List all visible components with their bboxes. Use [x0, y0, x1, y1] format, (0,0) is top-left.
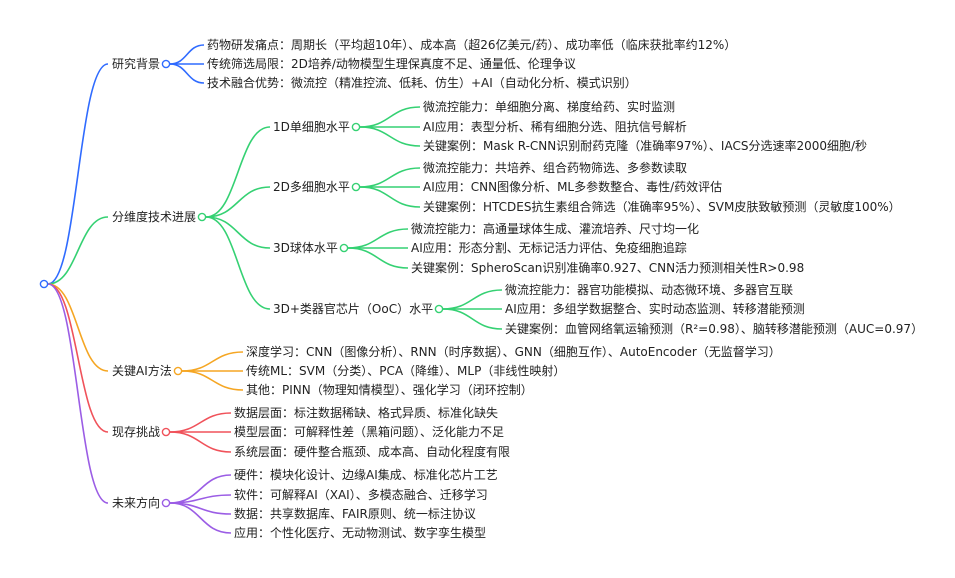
leaf-node: 传统ML：SVM（分类）、PCA（降维）、MLP（非线性映射）	[246, 364, 566, 378]
child-connector	[181, 351, 244, 372]
leaf-node: AI应用：表型分析、稀有细胞分选、阻抗信号解析	[423, 120, 687, 134]
leaf-node: 关键案例：Mask R-CNN识别耐药克隆（准确率97%）、IACS分选速率20…	[423, 139, 868, 153]
collapse-toggle-icon[interactable]	[161, 427, 171, 437]
sub-branch-node: 2D多细胞水平	[273, 180, 350, 194]
child-connector	[442, 308, 503, 330]
leaf-node: 微流控能力：高通量球体生成、灌流培养、尺寸均一化	[411, 222, 700, 236]
child-connector	[359, 106, 421, 128]
child-connector	[205, 126, 271, 218]
child-connector	[169, 502, 232, 534]
collapse-toggle-icon[interactable]	[173, 366, 183, 376]
child-connector	[181, 370, 244, 391]
child-connector	[169, 431, 232, 453]
collapse-toggle-icon[interactable]	[351, 122, 361, 132]
leaf-node: 系统层面：硬件整合瓶颈、成本高、自动化程度有限	[234, 445, 511, 459]
child-connector	[347, 247, 409, 269]
leaf-node: 微流控能力：共培养、组合药物筛选、多参数读取	[423, 161, 688, 175]
branch-node: 关键AI方法	[112, 364, 172, 378]
leaf-node: 药物研发痛点：周期长（平均超10年）、成本高（超26亿美元/药）、成功率低（临床…	[207, 38, 737, 52]
leaf-node: 传统筛选局限：2D培养/动物模型生理保真度不足、通量低、伦理争议	[207, 57, 576, 71]
branch-node: 分维度技术进展	[112, 210, 197, 224]
sub-branch-node: 3D+类器官芯片（OoC）水平	[273, 302, 434, 316]
collapse-toggle-icon[interactable]	[351, 182, 361, 192]
leaf-node: AI应用：多组学数据整合、实时动态监测、转移潜能预测	[505, 302, 805, 316]
sub-branch-node: 3D球体水平	[273, 241, 338, 255]
leaf-node: AI应用：CNN图像分析、ML多参数整合、毒性/药效评估	[423, 180, 723, 194]
child-connector	[169, 63, 205, 84]
leaf-node: 数据层面：标注数据稀缺、格式异质、标准化缺失	[234, 406, 499, 420]
child-connector	[169, 412, 232, 433]
child-connector	[442, 289, 503, 310]
child-connector	[359, 126, 421, 147]
branch-connector	[47, 283, 109, 504]
leaf-node: 关键案例：HTCDES抗生素组合筛选（准确率95%）、SVM皮肤致敏预测（灵敏度…	[423, 200, 901, 214]
leaf-node: 微流控能力：器官功能模拟、动态微环境、多器官互联	[505, 283, 794, 297]
leaf-node: 深度学习：CNN（图像分析）、RNN（时序数据）、GNN（细胞互作）、AutoE…	[246, 345, 781, 359]
leaf-node: 硬件：模块化设计、边缘AI集成、标准化芯片工艺	[234, 468, 498, 482]
branch-node: 未来方向	[112, 496, 161, 510]
branch-node: 研究背景	[112, 57, 161, 71]
leaf-node: 软件：可解释AI（XAI）、多模态融合、迁移学习	[234, 488, 488, 502]
sub-branch-node: 1D单细胞水平	[273, 120, 350, 134]
child-connector	[347, 228, 409, 249]
collapse-toggle-icon[interactable]	[434, 304, 444, 314]
root-node-icon[interactable]	[39, 279, 49, 289]
collapse-toggle-icon[interactable]	[161, 498, 171, 508]
child-connector	[359, 167, 421, 188]
child-connector	[205, 216, 271, 249]
leaf-node: AI应用：形态分割、无标记活力评估、免疫细胞追踪	[411, 241, 687, 255]
leaf-node: 关键案例：血管网络氧运输预测（R²=0.98）、脑转移潜能预测（AUC=0.97…	[505, 322, 924, 336]
collapse-toggle-icon[interactable]	[161, 59, 171, 69]
leaf-node: 关键案例：SpheroScan识别准确率0.927、CNN活力预测相关性R>0.…	[411, 261, 805, 275]
child-connector	[359, 186, 421, 208]
branch-node: 现存挑战	[112, 425, 161, 439]
branch-connector	[47, 63, 109, 285]
leaf-node: 微流控能力：单细胞分离、梯度给药、实时监测	[423, 100, 676, 114]
branch-connector	[47, 283, 109, 372]
leaf-node: 技术融合优势：微流控（精准控流、低耗、仿生）+AI（自动化分析、模式识别）	[207, 76, 637, 90]
branch-connector	[47, 283, 109, 433]
collapse-toggle-icon[interactable]	[197, 212, 207, 222]
child-connector	[169, 44, 205, 65]
leaf-node: 数据：共享数据库、FAIR原则、统一标注协议	[234, 507, 476, 521]
leaf-node: 模型层面：可解释性差（黑箱问题）、泛化能力不足	[234, 425, 505, 439]
child-connector	[205, 216, 271, 310]
collapse-toggle-icon[interactable]	[339, 243, 349, 253]
leaf-node: 应用：个性化医疗、无动物测试、数字孪生模型	[234, 526, 487, 540]
branch-connector	[47, 216, 109, 285]
child-connector	[205, 186, 271, 218]
leaf-node: 其他：PINN（物理知情模型）、强化学习（闭环控制）	[246, 383, 533, 397]
